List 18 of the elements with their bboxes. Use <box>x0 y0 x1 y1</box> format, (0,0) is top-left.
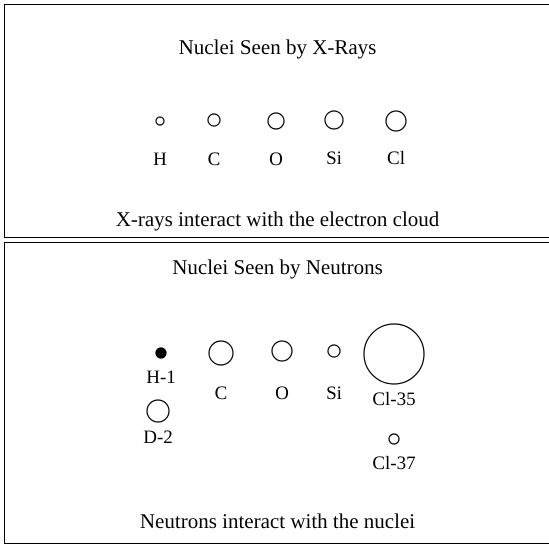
element-label: Si <box>326 148 342 170</box>
element-label: H-1 <box>146 367 176 389</box>
panel-caption: X-rays interact with the electron cloud <box>114 207 440 232</box>
element-label: Si <box>326 383 342 405</box>
element-label: C <box>214 383 228 405</box>
element-label: Cl-35 <box>372 389 416 411</box>
element-label: Cl <box>387 148 405 170</box>
element-label: O <box>269 149 283 171</box>
element-label: H <box>153 149 167 171</box>
panel-title: Nuclei Seen by Neutrons <box>171 255 384 280</box>
element-label: Cl-37 <box>372 453 416 475</box>
panel-frame <box>4 242 549 544</box>
element-label: D-2 <box>143 427 173 449</box>
element-label: C <box>208 149 220 171</box>
element-label: O <box>275 383 289 405</box>
panel-caption: Neutrons interact with the nuclei <box>138 509 416 534</box>
panel-frame <box>4 4 549 238</box>
panel-title: Nuclei Seen by X-Rays <box>178 35 378 60</box>
